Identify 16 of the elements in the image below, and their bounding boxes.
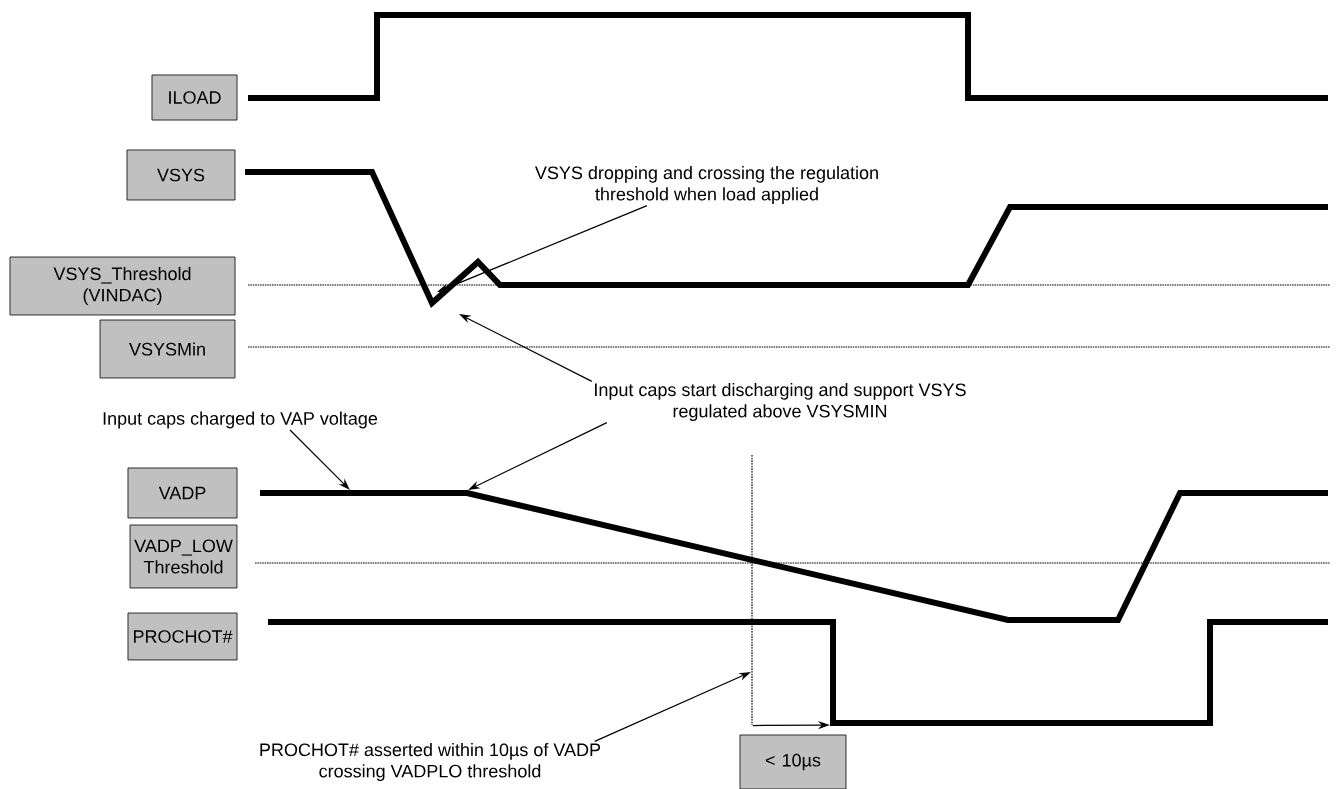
- signal-label-box: PROCHOT#: [127, 612, 238, 661]
- leader-arrow: [289, 429, 350, 490]
- waveform: [260, 490, 1328, 623]
- signal-label-box: VSYS: [126, 149, 236, 201]
- annotation-text: Input caps start discharging and support VSYS regulated above VSYSMIN: [595, 382, 966, 422]
- waveform: [268, 619, 1328, 726]
- waveform: [248, 12, 1328, 101]
- signal-label-box: VSYS_Threshold (VINDAC): [9, 256, 236, 316]
- annotation-text: PROCHOT# asserted within 10µs of VADP crossing VADPLO threshold: [260, 742, 601, 782]
- signal-label-box: VSYSMin: [99, 319, 236, 379]
- marker-line: [751, 454, 753, 726]
- signal-label-box: VADP_LOW Threshold: [129, 524, 238, 589]
- annotation-text: Input caps charged to VAP voltage: [103, 411, 378, 429]
- signal-label-box: VADP: [127, 467, 238, 519]
- signal-label-box: < 10µs: [739, 734, 847, 789]
- signal-label-box: ILOAD: [151, 74, 238, 121]
